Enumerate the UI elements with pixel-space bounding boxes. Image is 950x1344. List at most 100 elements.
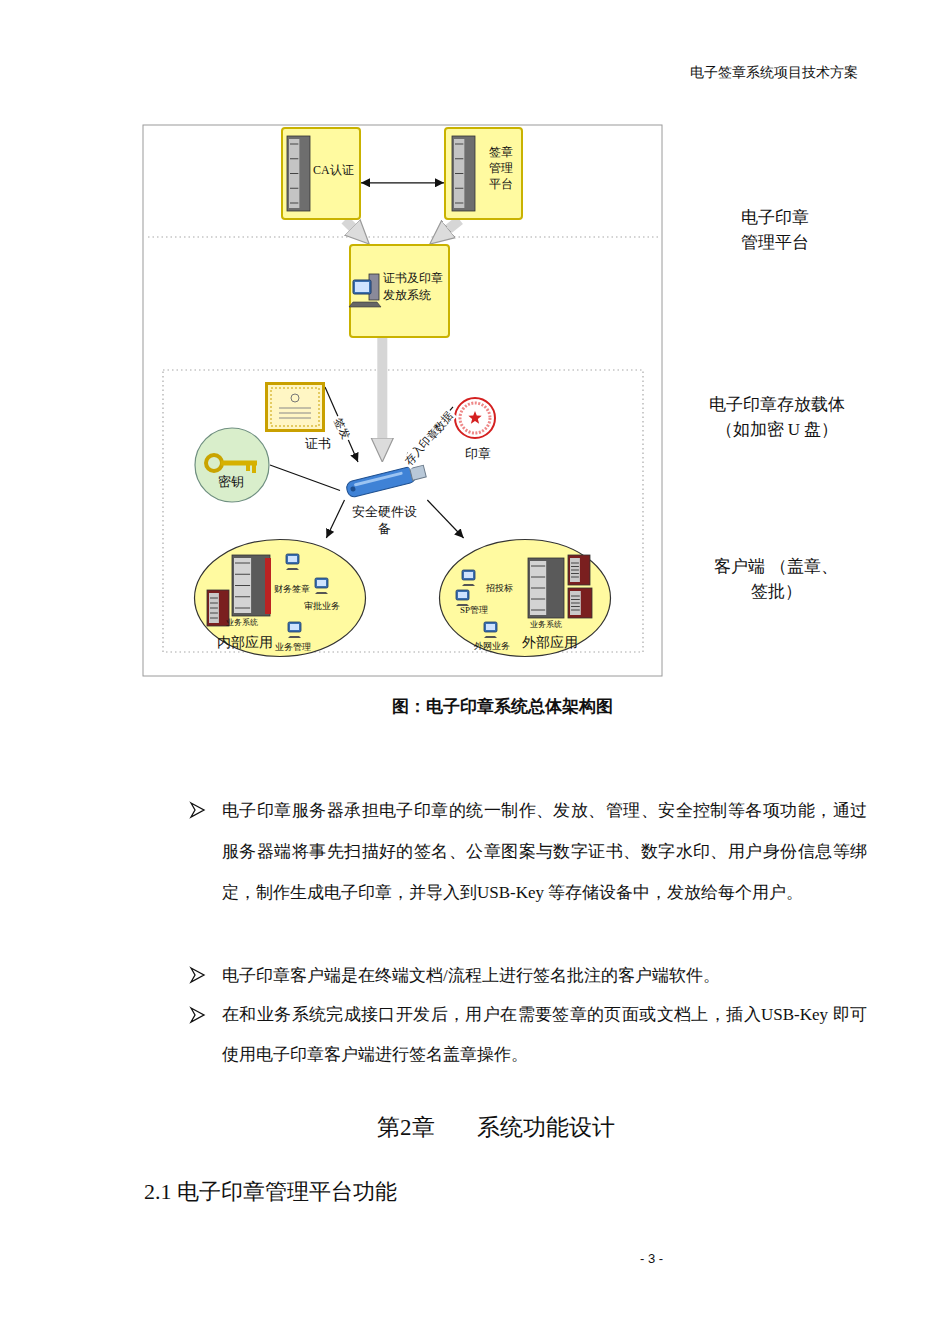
label-holder: 财务签章 [274, 584, 318, 595]
server-box: CA认证 [281, 127, 361, 220]
label-holder: 在和业务系统完成接口开发后，用户在需要签章的页面或文档上，插入USB-Key 即… [222, 995, 867, 1075]
flow-arrow [377, 338, 387, 450]
text-holder: 密钥 [218, 474, 248, 490]
node-illustration [349, 274, 381, 307]
text-holder: 证书及印章 发放系统 [383, 270, 445, 303]
seal: 印章 [453, 396, 497, 440]
pc-icon [456, 590, 469, 606]
label-holder: 业务系统 [530, 620, 570, 630]
node-illustration [207, 554, 328, 638]
figure-frame [143, 125, 662, 676]
body-paragraph: 电子印章服务器承担电子印章的统一制作、发放、管理、安全控制等各项功能，通过服务器… [222, 790, 867, 913]
seal-shape [453, 396, 497, 440]
usb-key: 安全硬件设备 [340, 462, 430, 500]
annotation: 电子印章存放载体 （如加密 U 盘） [703, 393, 851, 442]
node-label: 安全硬件设备 [350, 504, 418, 538]
server-icon [568, 588, 592, 618]
label-holder: 业务系统 [226, 618, 266, 628]
text-holder: 内部应用 [217, 634, 281, 652]
node-label: CA认证 [313, 163, 357, 178]
annotation: SP管理 [460, 605, 500, 616]
connector-line [427, 500, 463, 538]
label-holder: SP管理 [460, 605, 500, 616]
label-holder: 系统功能设计 [477, 1114, 647, 1143]
flow-arrow [439, 220, 460, 237]
edge-label: 签发 [330, 414, 353, 443]
annotation: 业务系统 [226, 618, 266, 628]
text-holder: 外部应用 [522, 634, 586, 652]
node-illustration [287, 136, 310, 211]
text-holder: 安全硬件设备 [350, 504, 418, 538]
connector-line [361, 182, 444, 183]
label-holder: 电子印章 管理平台 [734, 206, 816, 255]
annotation: 财务签章 [274, 584, 318, 595]
usb-key-shape [340, 462, 430, 500]
key-circle: 密钥 [194, 427, 270, 503]
label-holder: 招投标 [486, 583, 522, 594]
text-holder: 证书 [305, 436, 335, 452]
body-paragraph: 电子印章客户端是在终端文档/流程上进行签名批注的客户端软件。 [222, 955, 867, 996]
flow-arrow [345, 220, 361, 236]
label-holder: 审批业务 [304, 601, 348, 612]
issuing-box: 证书及印章 发放系统 [349, 244, 450, 338]
label-holder: 外网业务 [474, 641, 518, 652]
node-label: 外部应用 [522, 634, 586, 652]
node-label: 密钥 [218, 474, 248, 490]
text-holder: 签章 管理 平台 [489, 144, 515, 193]
pc-icon [288, 622, 301, 638]
server-box: 签章 管理 平台 [444, 127, 523, 220]
label-holder: 电子签章系统项目技术方案 [690, 64, 890, 82]
connector-line [325, 387, 358, 462]
node-label: 证书 [305, 436, 335, 452]
server-icon [452, 136, 475, 211]
pc-icon [484, 622, 497, 638]
server-icon [287, 136, 310, 211]
certificate: 证书 [265, 382, 325, 432]
application-ellipse-shape [193, 538, 367, 658]
annotation: - 3 - [640, 1251, 690, 1267]
node-illustration [206, 455, 257, 473]
bullet-markers [191, 803, 204, 1022]
application-ellipse: 内部应用 [193, 538, 367, 658]
pc-icon [286, 554, 299, 570]
certificate-shape [265, 382, 325, 432]
issuing-box-shape [349, 244, 450, 338]
server-icon [568, 555, 590, 585]
caption-holder: 图：电子印章系统总体架构图 [302, 696, 702, 717]
node-label: 内部应用 [217, 634, 281, 652]
server-box-shape [444, 127, 523, 220]
annotation: 电子印章 管理平台 [734, 206, 816, 255]
node-label: 印章 [465, 446, 495, 462]
node-label: 签章 管理 平台 [489, 144, 515, 193]
tier-separator [148, 236, 660, 237]
section-heading: 系统功能设计 [477, 1114, 647, 1143]
annotation: 招投标 [486, 583, 522, 594]
pc-icon [315, 578, 328, 594]
connector-line [326, 500, 344, 538]
server-icon [232, 555, 270, 616]
key-circle-shape [194, 427, 270, 503]
section-heading: 2.1 电子印章管理平台功能 [144, 1178, 474, 1206]
edge-label: 存入印章数据 [401, 408, 457, 469]
section-heading: 第2章 [377, 1114, 457, 1143]
annotation: 外网业务 [474, 641, 518, 652]
label-holder: 电子印章存放载体 （如加密 U 盘） [703, 393, 851, 442]
annotation: 电子签章系统项目技术方案 [690, 64, 890, 82]
label-holder: 第2章 [377, 1114, 457, 1143]
pc-icon [462, 570, 475, 586]
node-illustration [456, 555, 592, 638]
application-ellipse-shape [438, 538, 612, 658]
bullet-marker [191, 1008, 204, 1022]
label-holder: - 3 - [640, 1251, 690, 1267]
label-holder: 2.1 电子印章管理平台功能 [144, 1178, 474, 1206]
bullet-marker [191, 968, 204, 982]
server-box-shape [281, 127, 361, 220]
text-holder: CA认证 [313, 163, 357, 178]
label-holder: 客户端 （盖章、签批） [712, 555, 840, 604]
